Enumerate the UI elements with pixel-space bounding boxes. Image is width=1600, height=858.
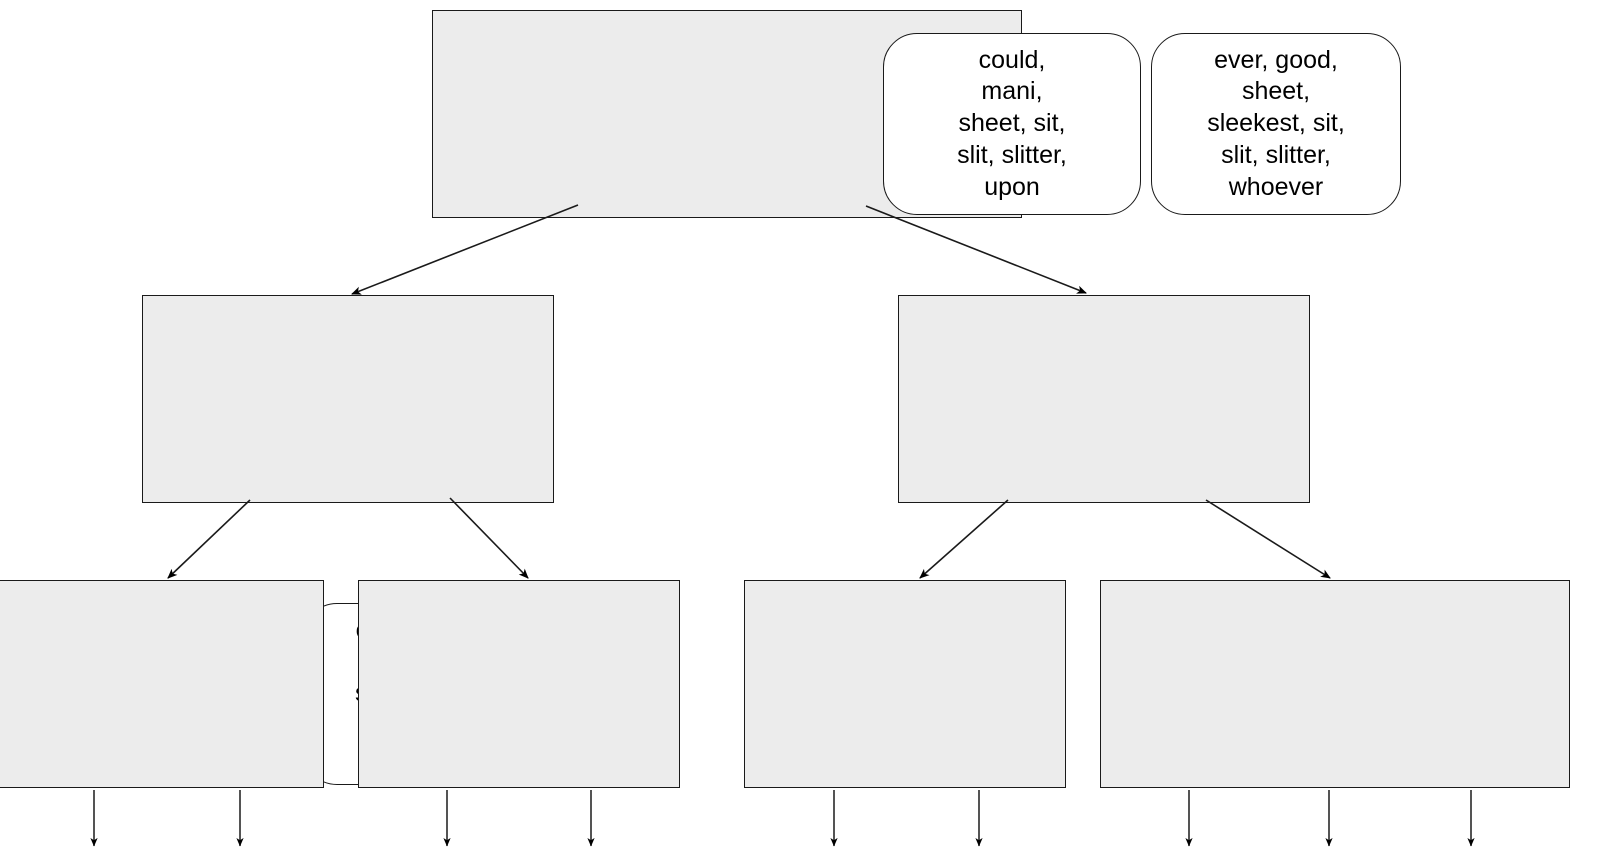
group-level1-left: could, mani, sheet, slit, slitter sheet,… [142, 295, 665, 785]
edge-l1right-to-l2-3 [919, 499, 1009, 579]
group-level2-2: sheet, slit sheet, sit, slit, upon [358, 580, 680, 788]
edge-l1left-to-l2-1 [167, 499, 251, 579]
group-level1-right: good, sheet, slit, slitter, whoever ever… [898, 295, 1310, 503]
node-root-right[interactable]: ever, good, sheet, sleekest, sit, slit, … [1151, 33, 1401, 215]
edge-root-to-l1-left [351, 204, 579, 295]
group-level2-3: good, sheet, slit, slitter, whoever shee… [744, 580, 1066, 788]
edge-root-to-l1-right [865, 205, 1087, 294]
group-level2-4: sheet, slit ever, sheet, sleekest, slit,… [1100, 580, 1570, 788]
group-level2-1: sheet, slit, slitter could, mani, sheet,… [0, 580, 324, 788]
edge-l1left-to-l2-2 [449, 497, 529, 579]
leaf-arrows [90, 790, 1475, 847]
edge-l1right-to-l2-4 [1205, 499, 1331, 579]
node-root-left[interactable]: could, mani, sheet, sit, slit, slitter, … [883, 33, 1141, 215]
group-root: could, mani, sheet, sit, slit, slitter, … [432, 10, 1401, 218]
